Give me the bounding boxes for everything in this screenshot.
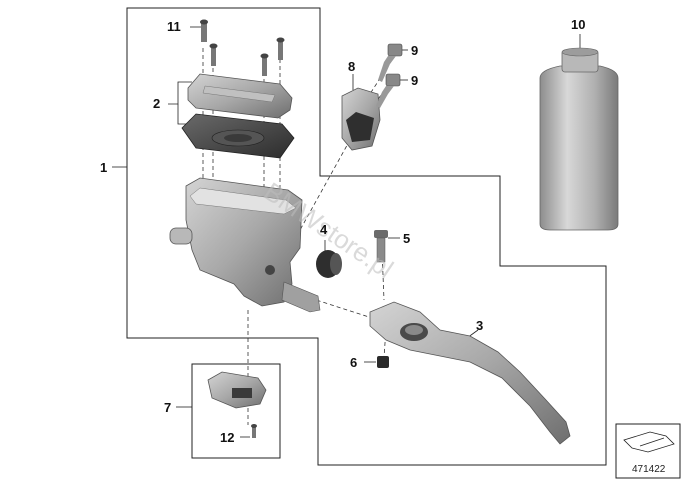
- nut-icon: [377, 356, 389, 368]
- group-outline-master-cylinder: [126, 7, 607, 466]
- diaphragm-gasket-icon: [181, 113, 295, 159]
- callout-9-upper: 9: [411, 43, 418, 58]
- callout-11: 11: [167, 19, 181, 34]
- callout-8: 8: [348, 59, 355, 74]
- bolt-9-upper-icon: [378, 43, 403, 82]
- handlebar-clamp-icon: [341, 87, 381, 151]
- view-direction-arrow-icon: [623, 431, 675, 453]
- callout-5: 5: [403, 231, 410, 246]
- callout-12: 12: [220, 430, 234, 445]
- callout-1: 1: [100, 160, 107, 175]
- callout-4: 4: [320, 222, 328, 237]
- brake-fluid-bottle-icon: [539, 47, 619, 231]
- callout-6: 6: [350, 355, 357, 370]
- callout-7: 7: [164, 400, 171, 415]
- reference-box: 471422: [615, 423, 681, 479]
- reference-number: 471422: [632, 464, 666, 475]
- callout-3: 3: [476, 318, 483, 333]
- brake-light-switch-icon: [207, 371, 267, 409]
- master-cylinder-body-icon: [169, 177, 321, 313]
- screw-12-icon: [251, 424, 257, 438]
- pivot-bolt-icon: [374, 230, 388, 263]
- callout-10: 10: [571, 17, 585, 32]
- group-outline-switch: [191, 363, 281, 459]
- reservoir-cover-icon: [187, 73, 293, 119]
- callout-2: 2: [153, 96, 160, 111]
- brake-lever-icon: [369, 301, 571, 445]
- bolt-9-lower-icon: [376, 73, 401, 108]
- screw-11-icon: [200, 19, 285, 76]
- callout-9-lower: 9: [411, 73, 418, 88]
- rubber-grommet-icon: [316, 250, 342, 278]
